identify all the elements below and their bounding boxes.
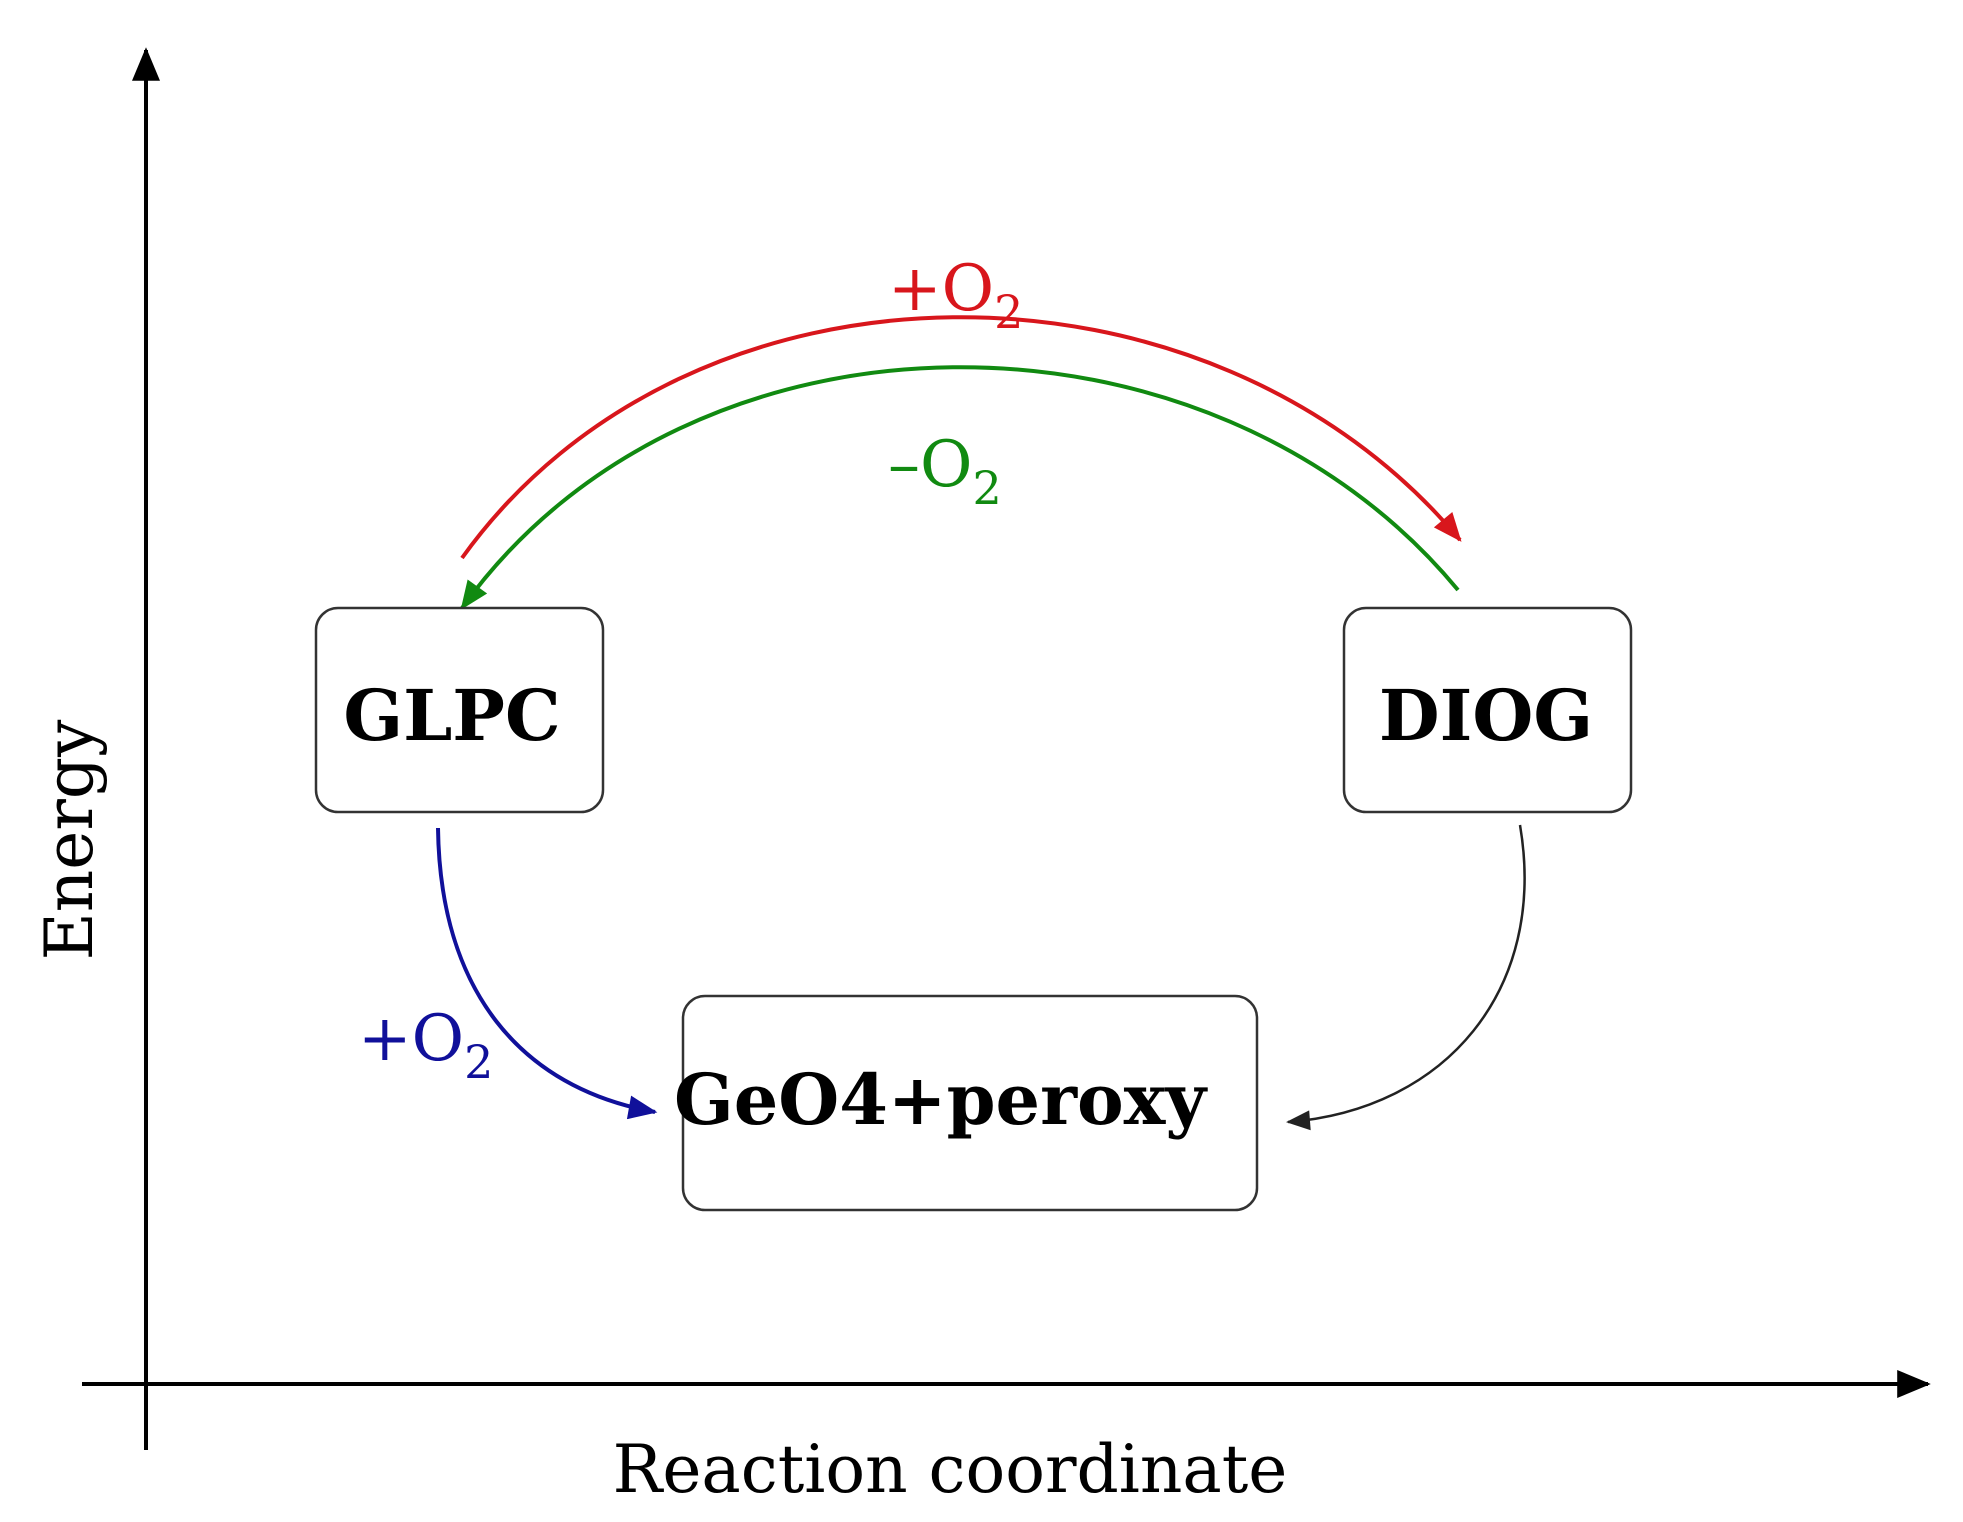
label-glpc-to-geo4: +O2 xyxy=(358,1002,493,1089)
arrow-diog-to-geo4 xyxy=(1286,824,1526,1131)
state-label-glpc: GLPC xyxy=(343,674,560,757)
label-diog-to-glpc: –O2 xyxy=(888,428,1002,515)
state-box-glpc xyxy=(314,606,605,814)
x-axis-label: Reaction coordinate xyxy=(613,1431,1288,1508)
y-axis-label: Energy xyxy=(31,719,108,961)
arrow-glpc-to-diog xyxy=(460,315,1462,560)
state-box-geo4-peroxy xyxy=(681,994,1259,1212)
state-label-geo4-peroxy: GeO4+peroxy xyxy=(674,1058,1208,1141)
arrow-diog-to-glpc xyxy=(460,365,1460,610)
arrow-glpc-to-geo4 xyxy=(436,827,658,1120)
label-glpc-to-diog: +O2 xyxy=(888,252,1023,339)
state-box-diog xyxy=(1342,606,1633,814)
state-label-diog: DIOG xyxy=(1379,674,1593,757)
